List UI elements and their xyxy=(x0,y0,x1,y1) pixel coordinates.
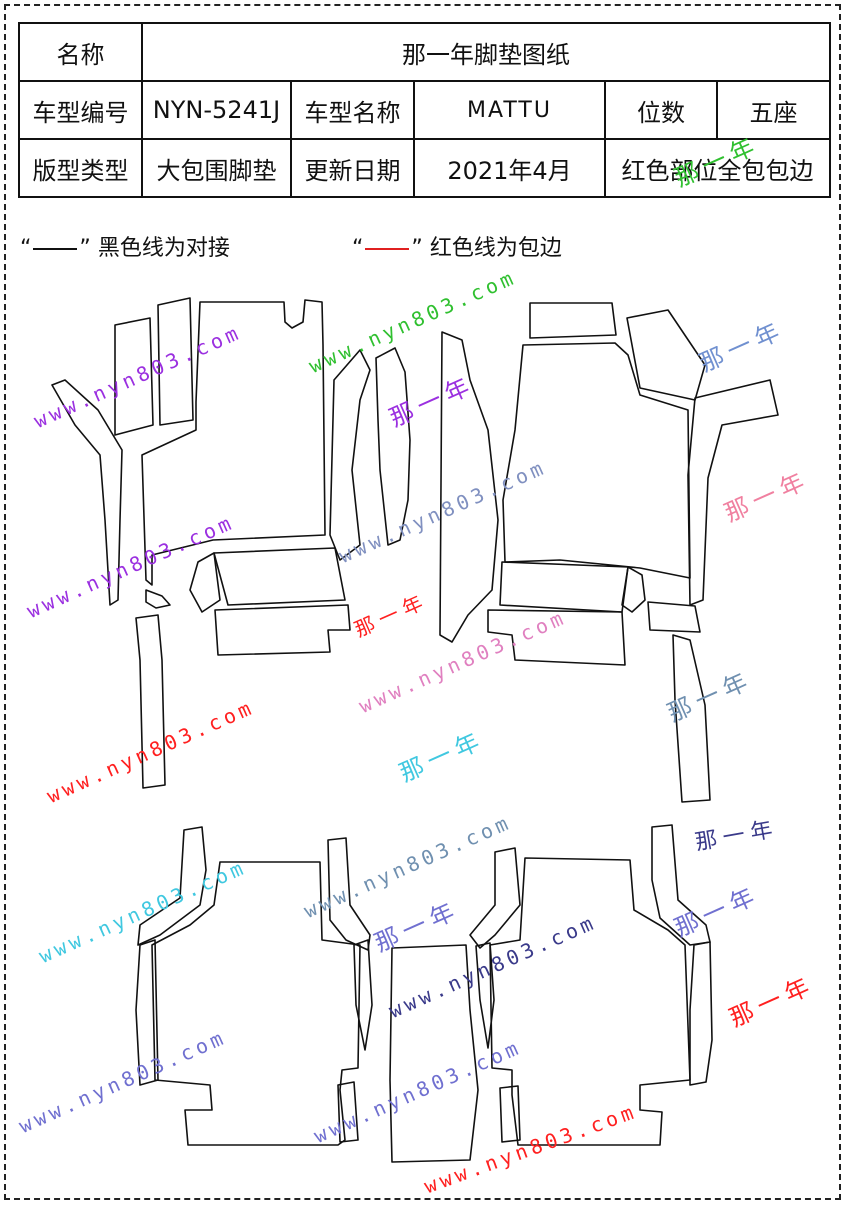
spec-table: 名称 那一年脚垫图纸 车型编号 NYN-5241J 车型名称 MATTU 位数 … xyxy=(18,22,831,198)
red-edge-note: 红色部位全包包边 xyxy=(604,138,831,198)
mat-piece-a-pillar-left xyxy=(51,379,123,606)
model-name-value: MATTU xyxy=(413,80,606,140)
mat-piece-rear-seat-edge-right-inner xyxy=(475,942,495,1049)
mat-piece-heel-pad-left xyxy=(189,552,221,613)
mat-piece-rear-seat-edge-right xyxy=(689,941,713,1086)
legend-red-quote-close: ” xyxy=(411,236,423,261)
mat-piece-a-pillar-right xyxy=(687,379,779,606)
pattern-type-value: 大包围脚垫 xyxy=(141,138,292,198)
seats-label: 位数 xyxy=(604,80,718,140)
legend-red: “ ” 红色线为包边 xyxy=(352,230,562,262)
mat-piece-tunnel-left xyxy=(329,349,371,561)
mat-piece-rocker-right xyxy=(672,634,711,803)
mat-piece-footrest-left xyxy=(213,547,346,606)
mat-piece-clip-left xyxy=(145,589,171,609)
model-row: 车型编号 NYN-5241J 车型名称 MATTU 位数 五座 xyxy=(18,80,831,140)
red-line-sample xyxy=(365,248,410,250)
dashed-border xyxy=(4,4,841,1200)
legend-red-quote-open: “ xyxy=(352,236,364,261)
seats-value: 五座 xyxy=(716,80,831,140)
mat-piece-lower-left xyxy=(214,604,351,656)
mat-piece-main-floor-left xyxy=(141,299,326,586)
pattern-type-label: 版型类型 xyxy=(18,138,143,198)
mat-piece-rear-floor-left xyxy=(151,861,361,1146)
drawing-title: 那一年脚垫图纸 xyxy=(141,22,831,82)
black-line-sample xyxy=(33,248,78,250)
mat-piece-door-sill-left xyxy=(375,347,411,546)
legend-black-quote-open: “ xyxy=(20,236,32,261)
mat-piece-main-floor-right xyxy=(502,342,691,579)
mat-piece-rear-door-sill-left xyxy=(137,826,207,946)
legend-black-quote-close: ” xyxy=(79,236,91,261)
mat-piece-rear-door-sill-right xyxy=(651,824,711,946)
mat-piece-footrest-right xyxy=(499,561,629,613)
mat-piece-rear-clip-left xyxy=(337,1081,359,1143)
mat-piece-lower-right xyxy=(487,609,626,666)
model-name-label: 车型名称 xyxy=(290,80,415,140)
mat-piece-rear-hump-side-right xyxy=(469,847,521,949)
mat-piece-rear-hump-side-left xyxy=(327,837,371,951)
mat-piece-side-panel-b xyxy=(157,297,194,426)
model-code-label: 车型编号 xyxy=(18,80,143,140)
mat-piece-side-panel-a xyxy=(114,317,154,436)
mat-piece-rear-seat-edge-left xyxy=(135,939,159,1086)
model-code-value: NYN-5241J xyxy=(141,80,292,140)
pattern-row: 版型类型 大包围脚垫 更新日期 2021年4月 红色部位全包包边 xyxy=(18,138,831,198)
mat-piece-side-panel-c xyxy=(529,302,617,339)
title-row: 名称 那一年脚垫图纸 xyxy=(18,22,831,82)
mat-piece-rear-clip-right xyxy=(499,1085,521,1143)
mat-piece-tunnel-right xyxy=(439,331,499,643)
mat-piece-glove-box-pad xyxy=(626,309,706,401)
mat-piece-rocker-left xyxy=(135,614,166,789)
update-date-label: 更新日期 xyxy=(290,138,415,198)
legend-black: “ ” 黑色线为对接 xyxy=(20,230,230,262)
mat-piece-rear-tunnel xyxy=(389,944,479,1163)
update-date-value: 2021年4月 xyxy=(413,138,606,198)
mat-piece-rear-seat-edge-left-inner xyxy=(353,939,373,1051)
legend-red-text: 红色线为包边 xyxy=(429,236,562,261)
name-label: 名称 xyxy=(18,22,143,82)
mat-piece-heel-pad-right xyxy=(621,566,646,613)
mat-piece-clip-right xyxy=(647,601,701,633)
legend-black-text: 黑色线为对接 xyxy=(97,236,230,261)
